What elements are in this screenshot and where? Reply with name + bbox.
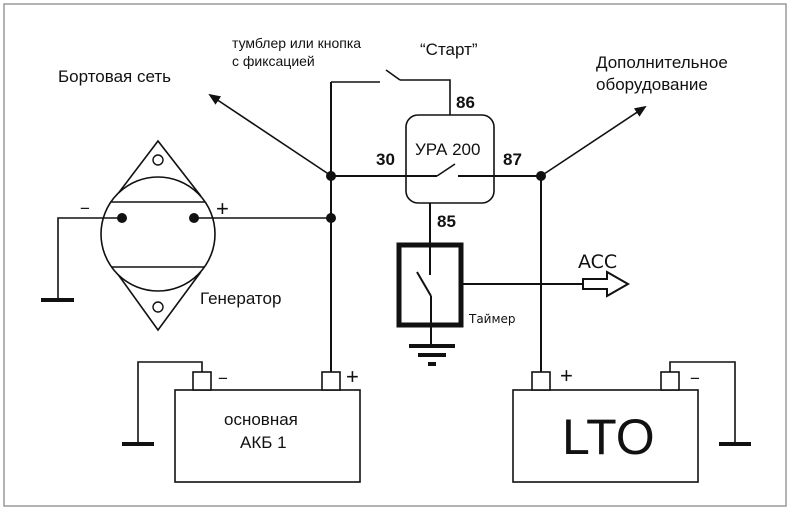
onboard-network-label: Бортовая сеть — [58, 67, 171, 86]
battery-main: основная АКБ 1 — [174, 371, 361, 483]
battery-main-label-line1: основная — [224, 410, 298, 429]
pin-85-label: 85 — [437, 212, 456, 231]
battery-lto-minus-terminal — [660, 371, 680, 391]
generator-plus-sign: + — [216, 196, 229, 221]
start-switch-contact — [385, 69, 401, 81]
pin-87-label: 87 — [503, 150, 522, 169]
generator-label: Генератор — [200, 289, 281, 308]
relay-contact — [436, 163, 456, 177]
timer-contact-blade — [416, 271, 432, 297]
generator-minus-sign: − — [80, 199, 90, 218]
battery-lto-body — [512, 389, 699, 483]
battery-lto-ground-wire — [669, 361, 736, 444]
pin-30-label: 30 — [376, 150, 395, 169]
timer-label: Таймер — [468, 312, 516, 326]
battery-lto-label: LTO — [562, 409, 655, 465]
switch-note-line2: с фиксацией — [232, 53, 315, 69]
battery-main-plus-sign: + — [346, 364, 359, 389]
extra-equipment-line2: оборудование — [596, 75, 708, 94]
pin-86-label: 86 — [456, 93, 475, 112]
battery-main-plus-terminal — [321, 371, 341, 391]
battery-main-minus-terminal — [192, 371, 212, 391]
battery-lto: LTO — [512, 371, 699, 483]
generator-body — [100, 176, 216, 292]
mount-hole — [152, 154, 164, 166]
relay-name: УРА 200 — [415, 140, 480, 159]
extra-equipment-arrow — [540, 105, 647, 177]
acc-label: ACC — [578, 251, 617, 273]
battery-main-body — [174, 389, 361, 483]
battery-lto-plus-terminal — [531, 371, 551, 391]
start-switch-wire-right — [400, 79, 451, 115]
start-label: “Старт” — [420, 40, 478, 59]
relay-ura200: УРА 200 86 30 87 85 — [376, 93, 541, 231]
generator-ground-wire — [57, 217, 122, 300]
battery-main-minus-sign: − — [218, 369, 228, 388]
ground-icon — [409, 344, 455, 366]
extra-equipment-line1: Дополнительное — [596, 53, 728, 72]
battery-main-label-line2: АКБ 1 — [240, 433, 287, 452]
battery-main-ground-wire — [137, 361, 203, 444]
battery-lto-plus-sign: + — [560, 363, 573, 388]
mount-hole — [152, 301, 164, 313]
switch-note-line1: тумблер или кнопка — [232, 35, 361, 51]
relay-body — [405, 114, 495, 204]
acc-arrow-icon — [582, 270, 631, 298]
generator — [100, 139, 216, 332]
onboard-network-arrow — [208, 93, 331, 176]
battery-lto-minus-sign: − — [690, 369, 700, 388]
